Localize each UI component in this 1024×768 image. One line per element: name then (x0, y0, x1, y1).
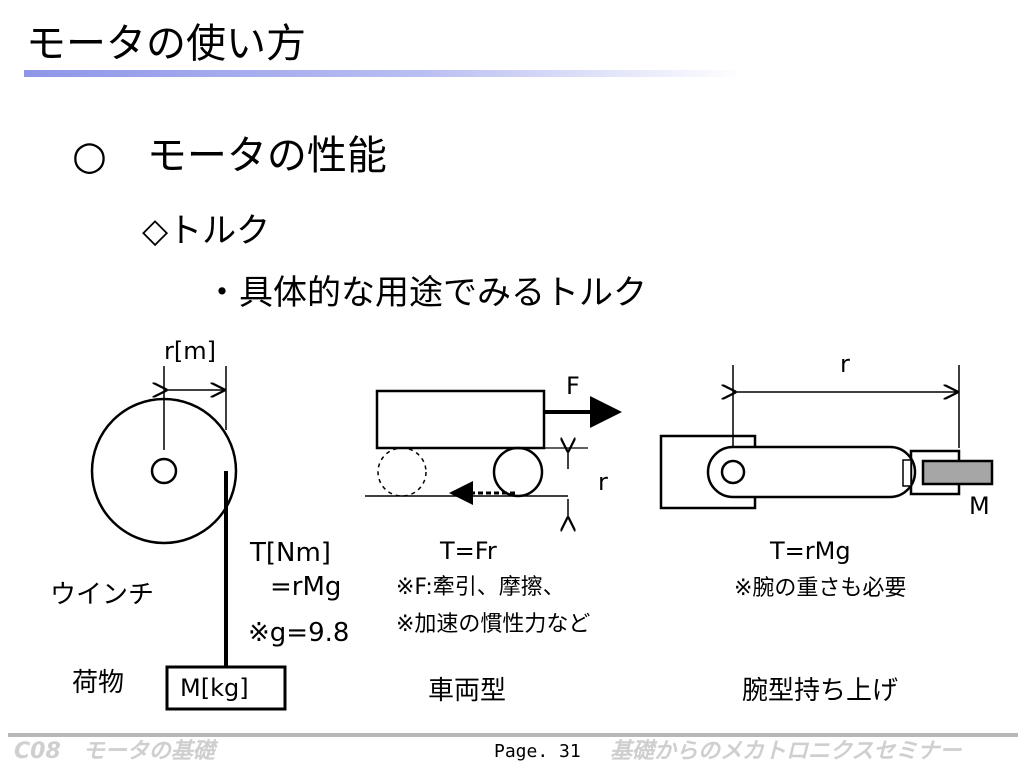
section-heading: ○ モータの性能 (72, 133, 387, 179)
arm-radius-label: r (840, 350, 850, 378)
arm-link (706, 445, 917, 499)
slide-title: モータの使い方 (26, 21, 306, 67)
footer-divider (8, 733, 1018, 737)
load-box (165, 665, 287, 711)
arm-weight (921, 459, 994, 486)
ghost-wheel (377, 447, 427, 497)
vehicle-note-1: ※F:牽引、摩擦、 (396, 575, 565, 600)
vehicle-formula: T=Fr (440, 537, 497, 565)
arm-name: 腕型持ち上げ (742, 676, 899, 706)
winch-radius-label: r[m] (164, 337, 216, 365)
arm-diagram (659, 365, 994, 510)
winch-torque-line2: =rMg (270, 572, 342, 602)
vehicle-radius-label: r (598, 468, 608, 496)
vehicle-note-2: ※加速の慣性力など (396, 612, 591, 637)
footer-course-label: C08 モータの基礎 (14, 739, 215, 764)
title-underline (24, 70, 744, 77)
arm-formula: T=rMg (770, 537, 851, 565)
subheading: ◇トルク (142, 211, 271, 251)
arm-mass-label: M (969, 492, 990, 520)
winch-torque-line1: T[Nm] (250, 538, 331, 568)
page-number: Page. 31 (494, 741, 581, 762)
vehicle-diagram (365, 389, 622, 518)
gravity-note: ※g=9.8 (248, 618, 350, 648)
footer-seminar-label: 基礎からのメカトロニクスセミナー (610, 739, 962, 764)
mass-label: M[kg] (180, 674, 249, 702)
bullet-text: ・具体的な用途でみるトルク (205, 273, 647, 313)
vehicle-body (375, 389, 546, 450)
vehicle-name: 車両型 (428, 676, 507, 706)
arm-note: ※腕の重さも必要 (734, 576, 907, 601)
winch-name: ウインチ (50, 580, 155, 610)
arm-joint (902, 459, 912, 487)
wheel (492, 446, 544, 498)
load-label: 荷物 (72, 668, 125, 698)
arm-pivot (720, 459, 746, 485)
winch-axle (150, 457, 178, 485)
winch-diagram (90, 366, 287, 711)
force-label: F (566, 372, 580, 400)
